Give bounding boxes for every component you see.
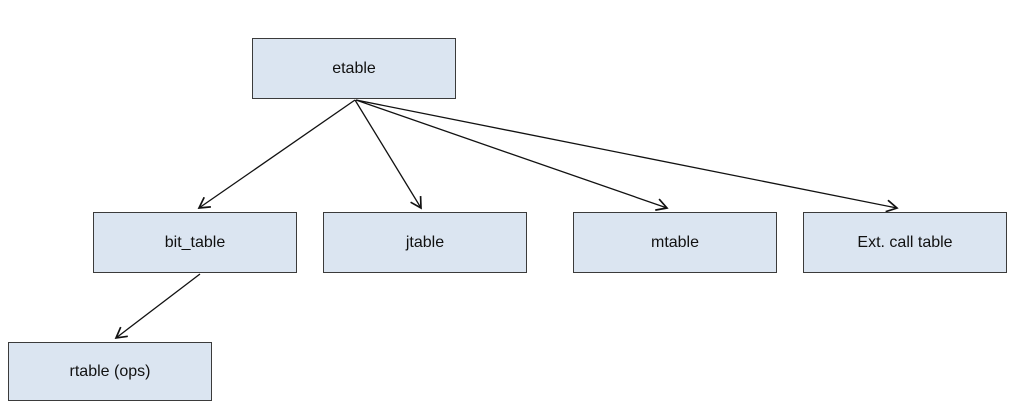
edge-etable-mtable [355, 99, 667, 208]
node-rtable-ops[interactable]: rtable (ops) [8, 342, 212, 401]
node-etable-label: etable [332, 59, 376, 77]
edge-etable-bit_table [199, 99, 356, 208]
edge-etable-jtable [354, 99, 421, 208]
node-ext-call-table[interactable]: Ext. call table [803, 212, 1007, 273]
node-bit-table-label: bit_table [164, 233, 226, 251]
edge-bit_table-rtable_ops [116, 273, 201, 338]
edge-etable-ext_call_table [355, 99, 897, 208]
node-mtable[interactable]: mtable [573, 212, 777, 273]
node-bit-table[interactable]: bit_table [93, 212, 297, 273]
node-rtable-ops-label: rtable (ops) [69, 362, 151, 380]
node-jtable[interactable]: jtable [323, 212, 527, 273]
node-etable[interactable]: etable [252, 38, 456, 99]
node-mtable-label: mtable [650, 233, 700, 251]
node-ext-call-table-label: Ext. call table [857, 233, 953, 251]
node-jtable-label: jtable [405, 233, 445, 251]
